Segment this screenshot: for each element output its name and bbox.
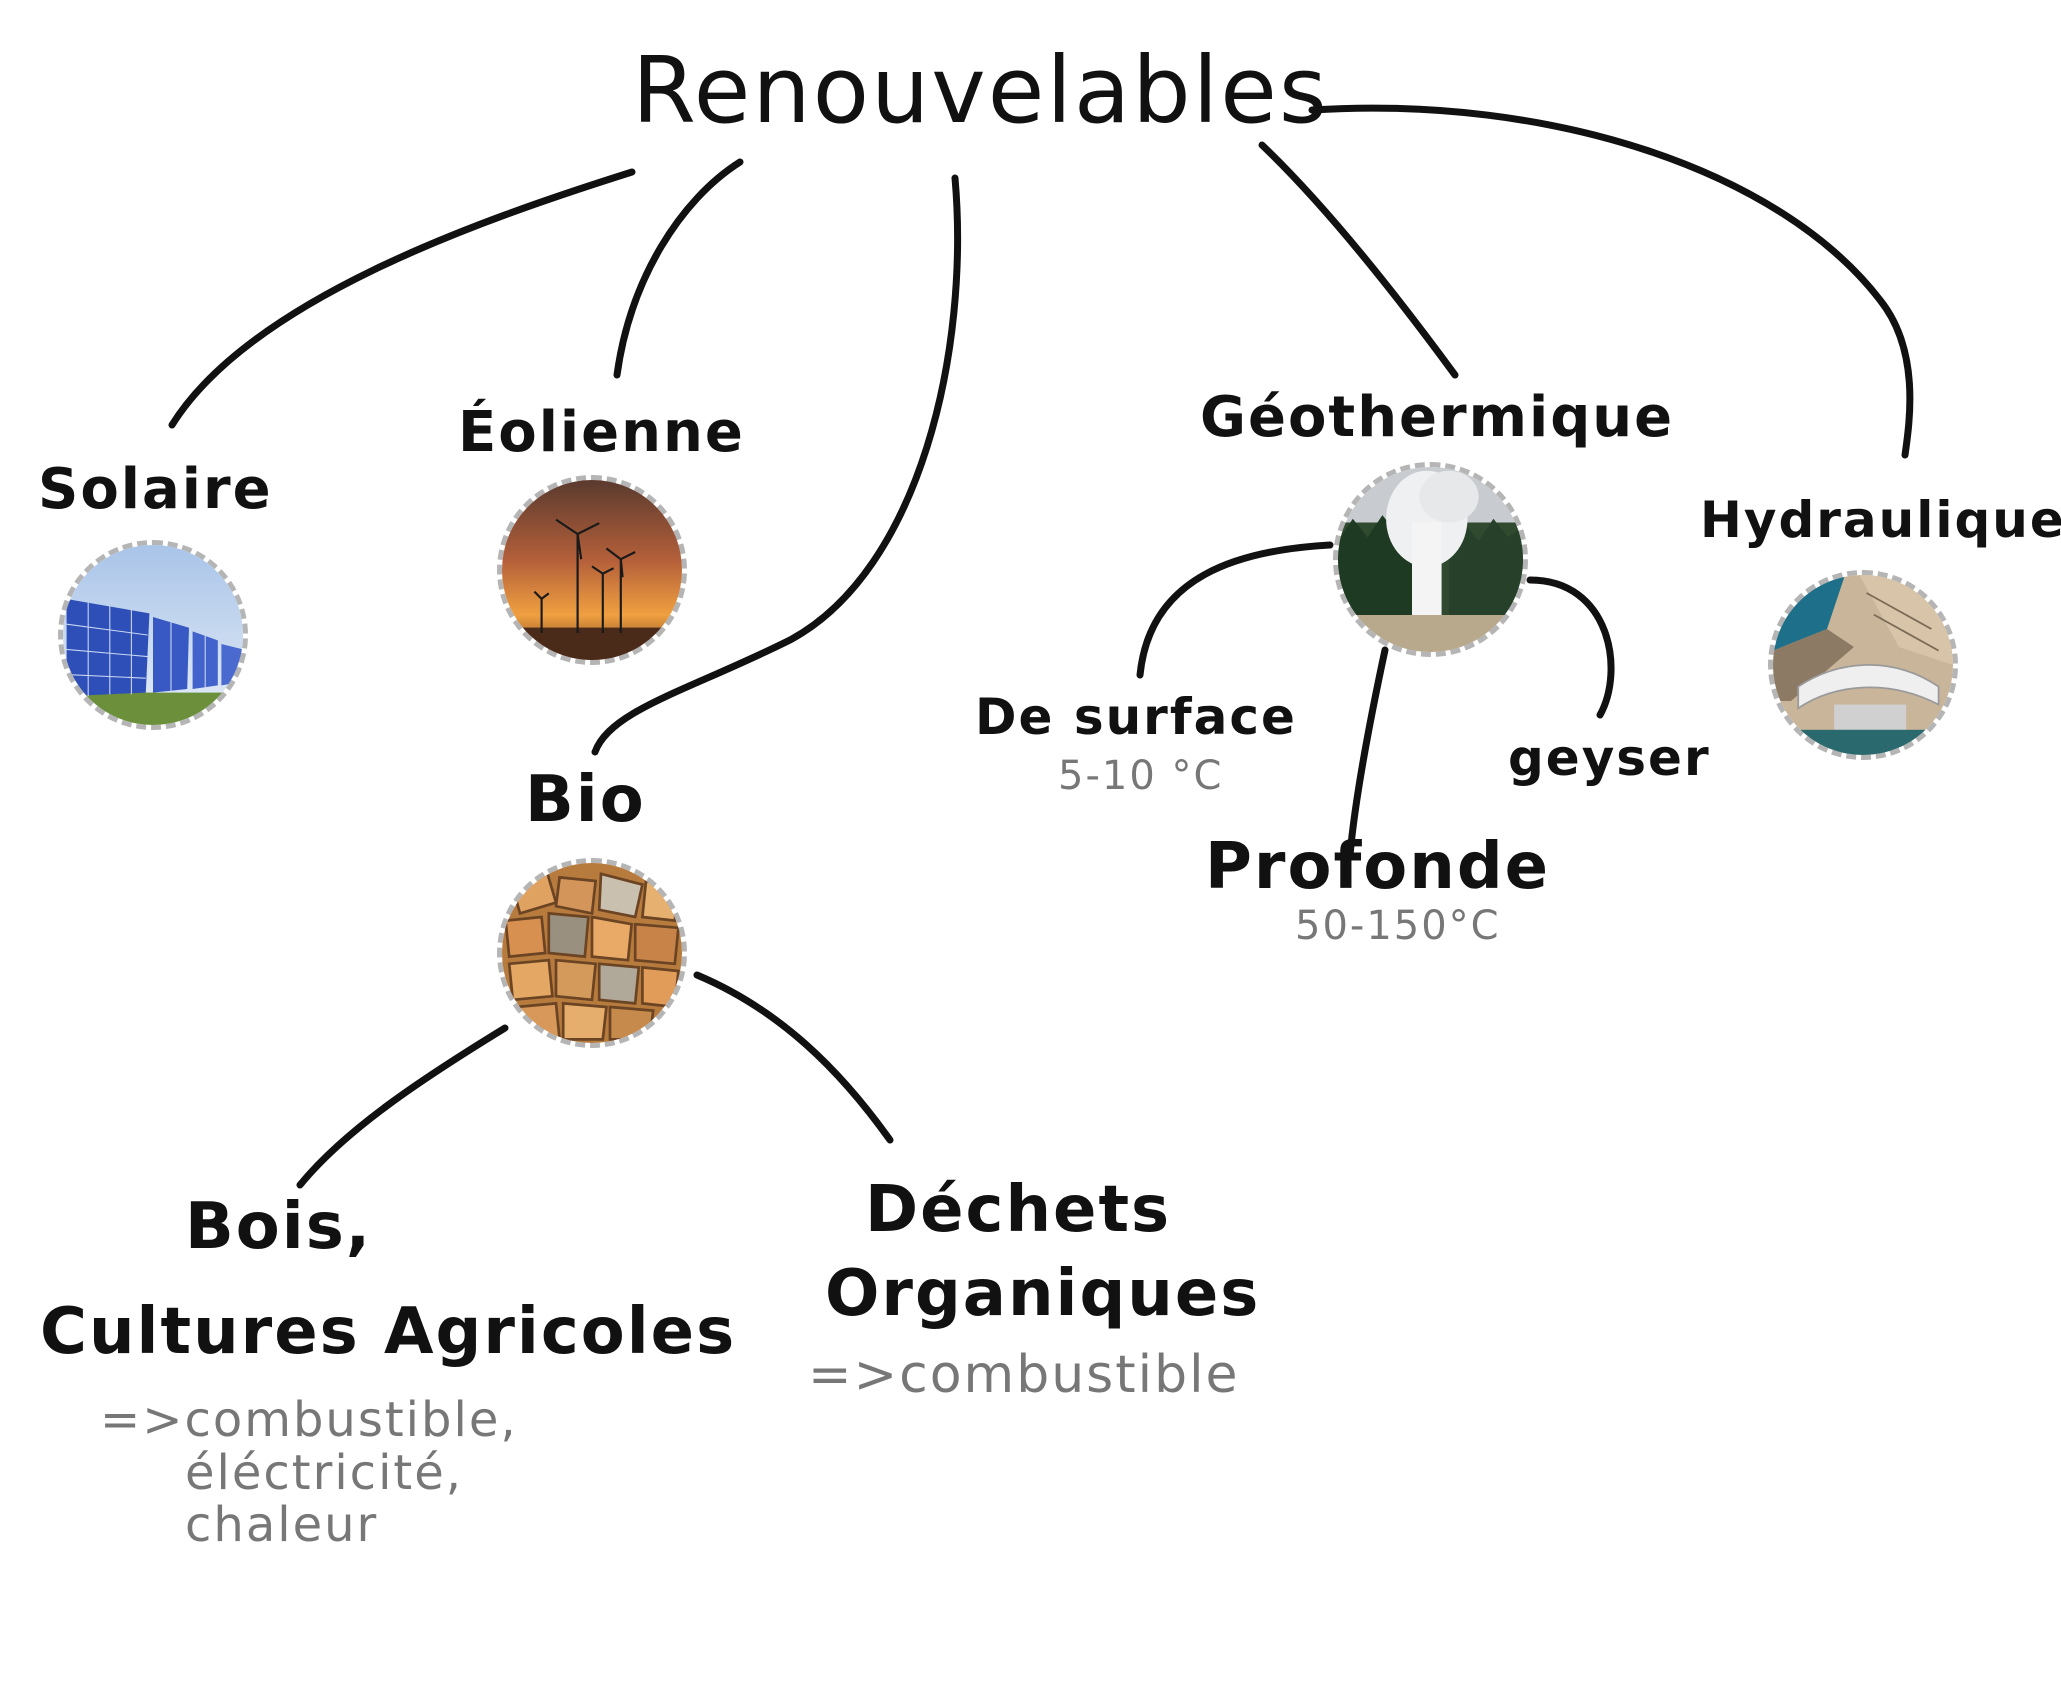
link-root-bio [591,174,962,756]
firewood-photo-icon [497,858,687,1048]
bio-dechets-use-1: =>combustible [808,1345,1240,1405]
link-bio-dechets [693,971,894,1144]
geo-profonde-label: Profonde [1205,830,1551,904]
bio-bois-use-2: éléctricité, [185,1445,464,1501]
geo-surface-range: 5-10 °C [1058,753,1224,799]
geo-surface-label: De surface [975,688,1297,746]
link-geo-geyser [1526,576,1615,719]
link-root-solaire [168,168,636,429]
bio-bois-label-line2: Cultures Agricoles [40,1295,737,1369]
geo-geyser-label: geyser [1508,729,1711,787]
bio-dechets-label-line2: Organiques [825,1257,1261,1331]
dam-photo-icon [1768,570,1958,760]
bio-bois-use-3: chaleur [185,1497,379,1553]
bio-bois-label-line1: Bois, [185,1190,373,1264]
node-eolienne-label: Éolienne [458,400,745,465]
node-bio-label: Bio [525,763,646,837]
wind-turbines-photo-icon [497,475,687,665]
node-geothermique-label: Géothermique [1200,385,1675,450]
bio-dechets-label-line1: Déchets [865,1173,1172,1247]
geyser-photo-icon [1333,462,1528,657]
node-hydraulique-label: Hydraulique [1700,491,2061,549]
link-bio-bois [296,1024,509,1189]
geo-profonde-range: 50-150°C [1295,903,1501,949]
link-geo-profonde [1346,646,1389,859]
link-root-eolienne [613,158,744,379]
link-geo-surface [1136,541,1334,679]
solar-panels-photo-icon [58,540,248,730]
link-root-hydraulique [1308,104,1914,459]
bio-bois-use-1: =>combustible, [100,1392,518,1448]
root-title: Renouvelables [632,37,1329,144]
node-solaire-label: Solaire [38,457,273,522]
link-root-geothermique [1258,141,1459,379]
